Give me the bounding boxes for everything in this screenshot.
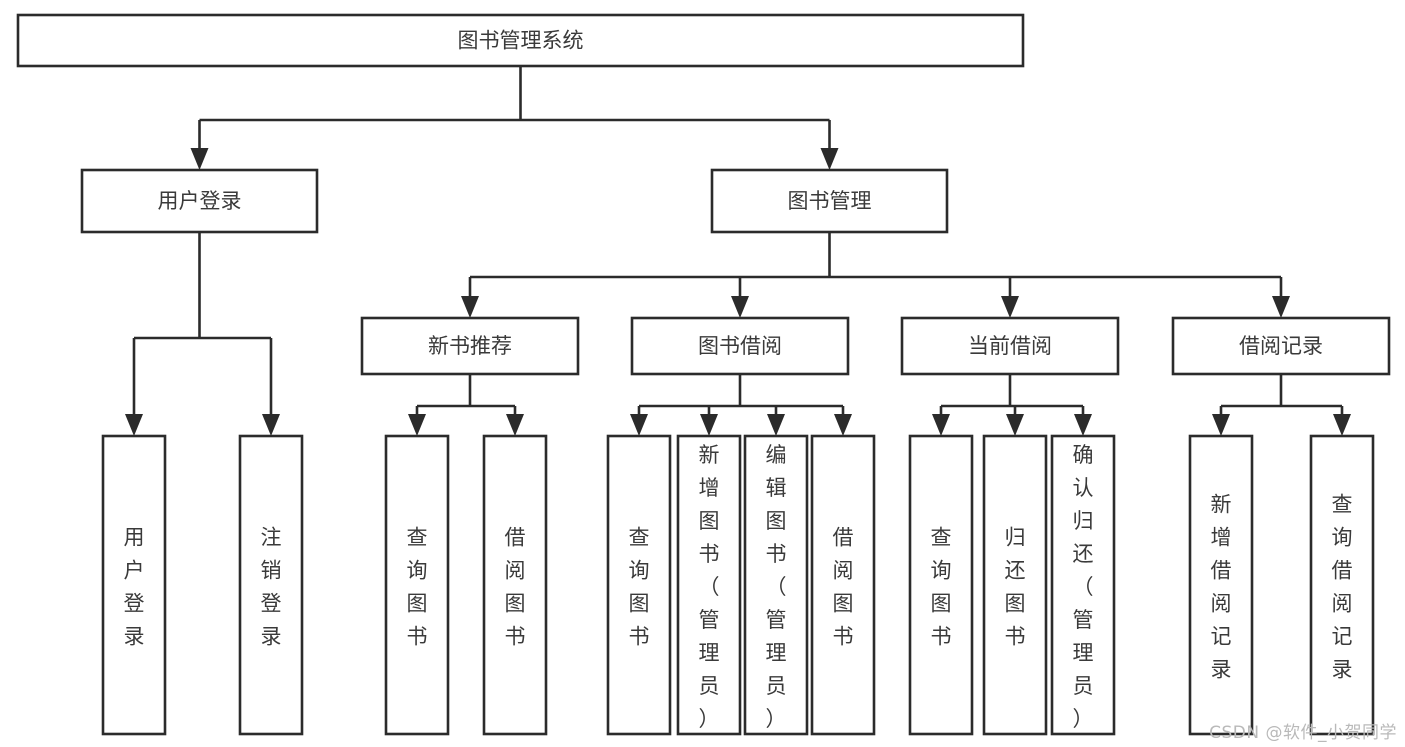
arrow-head-book-borrow [731, 296, 749, 318]
node-label-leaf-edit-book: 编辑图书（管理员） [766, 443, 787, 731]
node-book-manage[interactable]: 图书管理 [710, 168, 949, 234]
node-label-new-book-rec: 新书推荐 [428, 334, 512, 358]
arrow-head-leaf-query-book-2 [630, 414, 648, 436]
node-leaf-confirm-return[interactable]: 确认归还（管理员） [1050, 434, 1116, 736]
arrow-head-borrow-record [1272, 296, 1290, 318]
node-label-leaf-user-login: 用户登录 [124, 526, 145, 649]
node-box-leaf-add-record [1188, 434, 1254, 736]
arrow-head-leaf-borrow-book-2 [834, 414, 852, 436]
node-label-leaf-confirm-return: 确认归还（管理员） [1073, 443, 1094, 731]
node-label-leaf-user-logout: 注销登录 [261, 526, 282, 649]
node-box-leaf-add-book [676, 434, 742, 736]
arrow-head-leaf-query-record [1333, 414, 1351, 436]
arrow-head-leaf-user-logout [262, 414, 280, 436]
node-leaf-return-book[interactable]: 归还图书 [982, 434, 1048, 736]
node-box-leaf-query-book-3 [908, 434, 974, 736]
node-leaf-query-record[interactable]: 查询借阅记录 [1309, 434, 1375, 736]
node-leaf-edit-book[interactable]: 编辑图书（管理员） [743, 434, 809, 736]
connector-group-new-book-rec [408, 374, 524, 436]
node-label-leaf-return-book: 归还图书 [1005, 526, 1026, 649]
node-leaf-user-login[interactable]: 用户登录 [101, 434, 167, 736]
connector-group-root [190, 66, 839, 170]
node-label-leaf-add-book: 新增图书（管理员） [699, 443, 720, 731]
node-label-leaf-add-record: 新增借阅记录 [1211, 493, 1232, 682]
node-new-book-rec[interactable]: 新书推荐 [360, 316, 580, 376]
connector-group-book-borrow [630, 374, 852, 436]
arrow-head-user-login [190, 148, 209, 170]
node-label-book-borrow: 图书借阅 [698, 334, 782, 358]
node-label-root: 图书管理系统 [458, 29, 584, 53]
arrow-head-leaf-add-record [1212, 414, 1230, 436]
arrow-head-new-book-rec [461, 296, 479, 318]
node-label-user-login: 用户登录 [158, 189, 242, 213]
arrow-head-leaf-borrow-book-1 [506, 414, 524, 436]
arrow-head-leaf-query-book-1 [408, 414, 426, 436]
node-box-leaf-confirm-return [1050, 434, 1116, 736]
connector-group-book-manage [461, 232, 1290, 318]
node-box-book-borrow [630, 316, 850, 376]
node-label-leaf-borrow-book-2: 借阅图书 [833, 526, 854, 649]
arrow-head-leaf-edit-book [767, 414, 785, 436]
node-label-leaf-query-record: 查询借阅记录 [1332, 493, 1353, 682]
node-label-current-borrow: 当前借阅 [968, 334, 1052, 358]
node-box-book-manage [710, 168, 949, 234]
node-leaf-add-record[interactable]: 新增借阅记录 [1188, 434, 1254, 736]
node-box-leaf-query-book-1 [384, 434, 450, 736]
connector-lines-layer [125, 66, 1351, 436]
node-box-user-login [80, 168, 319, 234]
node-leaf-query-book-2[interactable]: 查询图书 [606, 434, 672, 736]
node-leaf-add-book[interactable]: 新增图书（管理员） [676, 434, 742, 736]
node-current-borrow[interactable]: 当前借阅 [900, 316, 1120, 376]
node-label-book-manage: 图书管理 [788, 189, 872, 213]
node-box-leaf-borrow-book-1 [482, 434, 548, 736]
node-box-leaf-user-logout [238, 434, 304, 736]
node-root[interactable]: 图书管理系统 [16, 13, 1025, 68]
connector-group-user-login [125, 232, 280, 436]
node-box-leaf-edit-book [743, 434, 809, 736]
node-box-borrow-record [1171, 316, 1391, 376]
node-leaf-query-book-3[interactable]: 查询图书 [908, 434, 974, 736]
node-boxes-layer: 图书管理系统用户登录图书管理新书推荐图书借阅当前借阅借阅记录用户登录注销登录查询… [16, 13, 1391, 736]
arrow-head-leaf-user-login [125, 414, 143, 436]
node-box-leaf-query-book-2 [606, 434, 672, 736]
node-borrow-record[interactable]: 借阅记录 [1171, 316, 1391, 376]
node-box-leaf-borrow-book-2 [810, 434, 876, 736]
arrow-head-leaf-confirm-return [1074, 414, 1092, 436]
arrow-head-current-borrow [1001, 296, 1019, 318]
node-label-leaf-query-book-2: 查询图书 [629, 526, 650, 649]
arrow-head-book-manage [820, 148, 839, 170]
node-box-root [16, 13, 1025, 68]
node-label-leaf-query-book-3: 查询图书 [931, 526, 952, 649]
connector-group-current-borrow [932, 374, 1092, 436]
connector-group-borrow-record [1212, 374, 1351, 436]
arrow-head-leaf-return-book [1006, 414, 1024, 436]
node-box-new-book-rec [360, 316, 580, 376]
node-leaf-borrow-book-1[interactable]: 借阅图书 [482, 434, 548, 736]
node-box-leaf-query-record [1309, 434, 1375, 736]
node-label-leaf-query-book-1: 查询图书 [407, 526, 428, 649]
node-leaf-query-book-1[interactable]: 查询图书 [384, 434, 450, 736]
node-box-leaf-user-login [101, 434, 167, 736]
node-label-borrow-record: 借阅记录 [1239, 334, 1323, 358]
node-leaf-user-logout[interactable]: 注销登录 [238, 434, 304, 736]
node-leaf-borrow-book-2[interactable]: 借阅图书 [810, 434, 876, 736]
node-label-leaf-borrow-book-1: 借阅图书 [505, 526, 526, 649]
arrow-head-leaf-query-book-3 [932, 414, 950, 436]
node-user-login[interactable]: 用户登录 [80, 168, 319, 234]
node-box-current-borrow [900, 316, 1120, 376]
arrow-head-leaf-add-book [700, 414, 718, 436]
node-box-leaf-return-book [982, 434, 1048, 736]
node-book-borrow[interactable]: 图书借阅 [630, 316, 850, 376]
